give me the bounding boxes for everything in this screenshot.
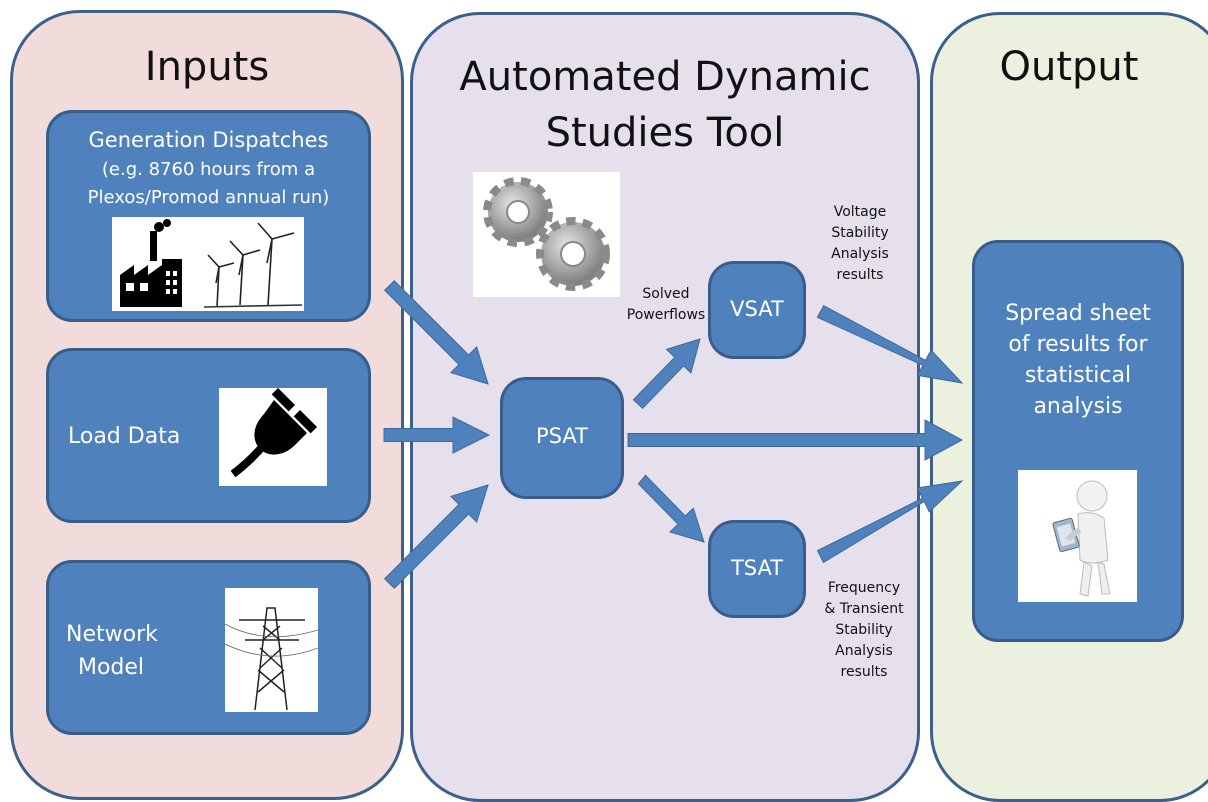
network-label-1: Network bbox=[66, 622, 158, 647]
load-data-label: Load Data bbox=[68, 424, 181, 449]
frequency-line5: results bbox=[840, 664, 888, 680]
network-model-image bbox=[224, 588, 319, 712]
voltage-line2: Stability bbox=[831, 225, 889, 241]
voltage-line1: Voltage bbox=[833, 204, 887, 220]
tool-title-line2: Studies Tool bbox=[545, 110, 785, 156]
vsat-label: VSAT bbox=[730, 297, 784, 321]
arrow-vsat-to-output bbox=[816, 305, 964, 384]
wind-turbine-icon bbox=[203, 222, 303, 308]
voltage-results-label: Voltage Stability Analysis results bbox=[810, 202, 910, 286]
arrow-generation-to-psat bbox=[383, 279, 489, 385]
generation-subtitle-2: Plexos/Promod annual run) bbox=[87, 187, 330, 208]
tsat-box bbox=[708, 520, 806, 618]
arrow-load-to-psat bbox=[383, 416, 491, 454]
arrow-psat-to-tsat bbox=[637, 474, 705, 543]
pylon-icon bbox=[224, 607, 319, 711]
factory-icon bbox=[120, 219, 182, 307]
psat-label: PSAT bbox=[536, 424, 588, 448]
spreadsheet-label: Spread sheet of results for statistical … bbox=[972, 298, 1184, 422]
analyst-icon bbox=[1052, 480, 1111, 597]
frequency-line4: Analysis bbox=[835, 643, 893, 659]
analyst-image bbox=[1018, 470, 1137, 602]
frequency-line3: Stability bbox=[835, 622, 893, 638]
frequency-line2: & Transient bbox=[824, 601, 904, 617]
spreadsheet-line2: of results for bbox=[1008, 332, 1148, 357]
generation-subtitle-1: (e.g. 8760 hours from a bbox=[101, 159, 316, 180]
flow-arrows bbox=[383, 279, 964, 590]
spreadsheet-line3: statistical bbox=[1024, 363, 1132, 388]
tool-title-line1: Automated Dynamic bbox=[459, 54, 871, 100]
gears-image bbox=[473, 172, 620, 297]
tool-panel bbox=[410, 12, 920, 802]
frequency-line1: Frequency bbox=[827, 580, 901, 596]
output-title: Output bbox=[999, 44, 1139, 90]
gears-icon bbox=[483, 177, 610, 291]
arrow-psat-to-vsat bbox=[632, 338, 701, 410]
frequency-results-label: Frequency & Transient Stability Analysis… bbox=[812, 578, 916, 683]
solved-powerflows-label: Solved Powerflows bbox=[626, 284, 706, 326]
generation-title: Generation Dispatches bbox=[88, 128, 329, 152]
inputs-title: Inputs bbox=[144, 44, 270, 90]
vsat-box bbox=[708, 261, 806, 359]
network-label-2: Model bbox=[77, 655, 145, 680]
voltage-line4: results bbox=[836, 267, 884, 283]
plug-icon bbox=[230, 387, 318, 478]
arrow-psat-to-output bbox=[627, 419, 964, 461]
solved-line1: Solved bbox=[642, 286, 690, 302]
load-data-image bbox=[219, 387, 327, 486]
generation-image bbox=[112, 217, 304, 311]
solved-line2: Powerflows bbox=[626, 307, 706, 323]
spreadsheet-line4: analysis bbox=[1033, 394, 1123, 419]
arrow-network-to-psat bbox=[383, 484, 489, 590]
psat-box bbox=[500, 377, 624, 499]
voltage-line3: Analysis bbox=[831, 246, 889, 262]
arrow-tsat-to-output bbox=[816, 480, 964, 564]
tsat-label: TSAT bbox=[730, 556, 784, 580]
spreadsheet-line1: Spread sheet bbox=[1005, 301, 1151, 326]
